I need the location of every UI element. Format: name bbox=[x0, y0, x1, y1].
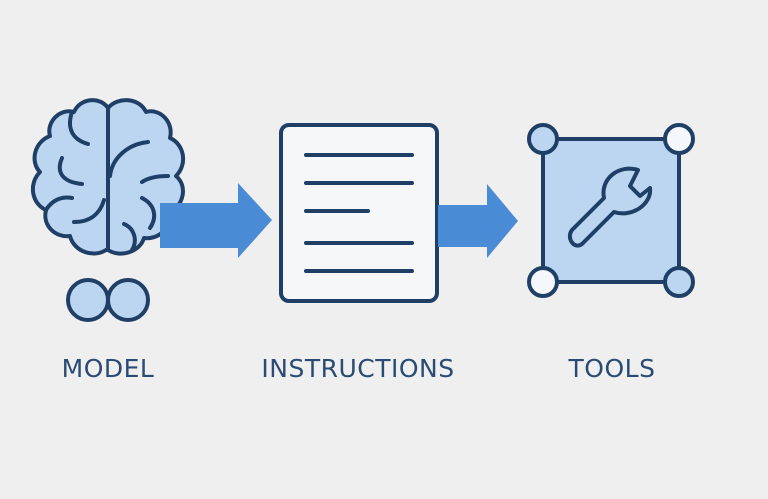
wrench-icon bbox=[567, 166, 653, 248]
tools-icon bbox=[527, 123, 695, 298]
arrow-instructions-to-tools bbox=[438, 184, 518, 258]
model-label: MODEL bbox=[61, 354, 155, 383]
tools-label: TOOLS bbox=[568, 354, 656, 383]
instructions-label: INSTRUCTIONS bbox=[261, 354, 455, 383]
arrow-model-to-instructions bbox=[160, 183, 272, 258]
document-icon bbox=[279, 123, 439, 303]
brain-icon bbox=[30, 98, 186, 322]
